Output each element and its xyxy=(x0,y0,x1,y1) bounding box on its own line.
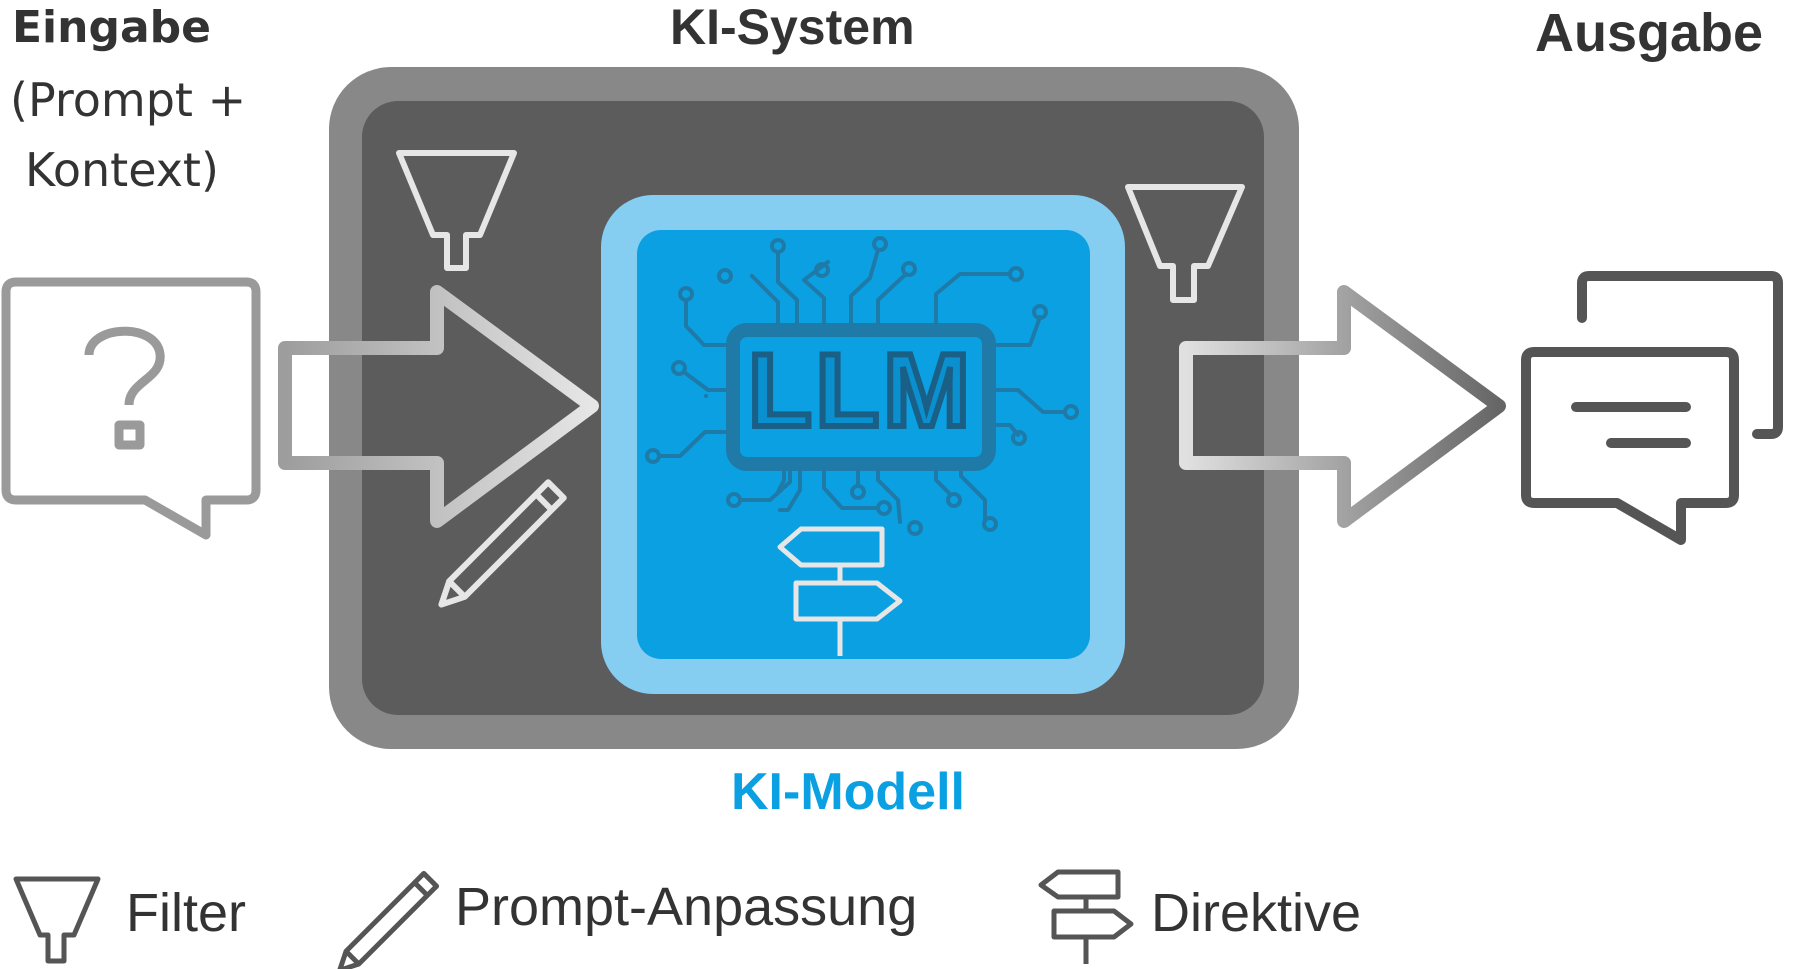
legend-signpost-icon xyxy=(1038,869,1134,964)
legend-filter-label: Filter xyxy=(126,883,246,943)
input-filter-icon xyxy=(396,150,517,271)
llm-text: LLM xyxy=(748,333,974,449)
ki-model-inner xyxy=(637,230,1090,659)
input-subtitle-line1: (Prompt + xyxy=(10,73,247,127)
llm-chip xyxy=(726,323,996,471)
legend-pencil-icon xyxy=(337,870,440,969)
legend-filter-icon xyxy=(13,876,101,964)
output-arrow xyxy=(1179,285,1506,528)
system-title: KI-System xyxy=(670,0,915,55)
legend-prompt-adjustment-label: Prompt-Anpassung xyxy=(455,877,918,937)
input-subtitle-line2: Kontext) xyxy=(25,143,219,197)
input-question-bubble-icon xyxy=(1,277,261,540)
legend-directive-label: Direktive xyxy=(1151,883,1362,943)
prompt-adjustment-pencil-icon xyxy=(438,479,567,608)
input-arrow xyxy=(278,285,599,528)
llm-chip-circuit-icon xyxy=(645,236,1079,536)
output-chat-bubbles-icon xyxy=(1521,271,1783,545)
output-filter-icon xyxy=(1125,184,1245,303)
input-title: Eingabe xyxy=(12,2,211,53)
output-title: Ausgabe xyxy=(1535,3,1764,63)
directive-signpost-icon xyxy=(777,526,903,656)
model-label: KI-Modell xyxy=(731,763,965,821)
